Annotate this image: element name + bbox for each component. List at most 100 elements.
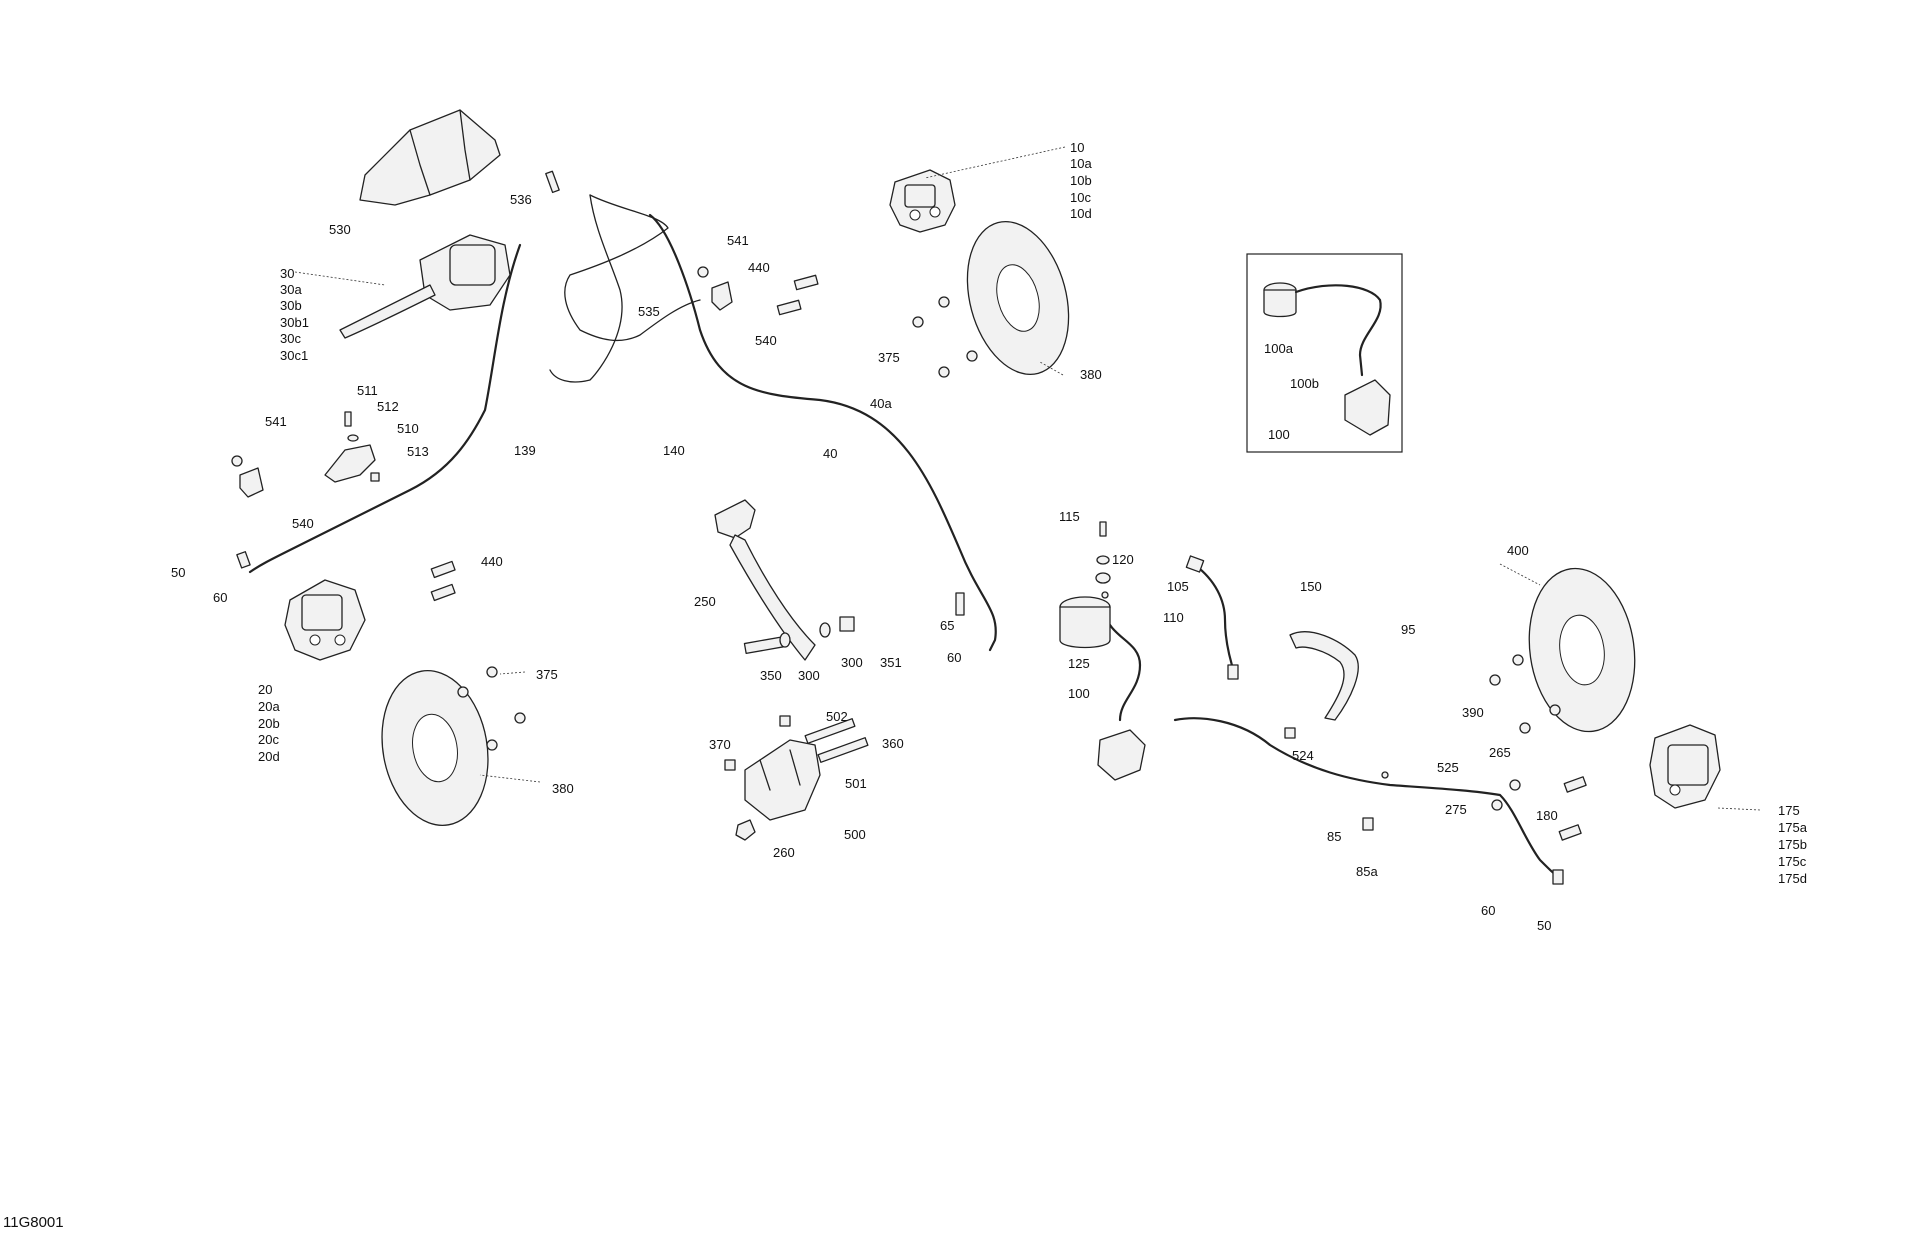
brake-disc-380-top xyxy=(966,220,1070,376)
label-175d: 175d xyxy=(1778,871,1807,886)
label-20a: 20a xyxy=(258,699,280,714)
brake-line-85 xyxy=(1173,717,1562,880)
label-120: 120 xyxy=(1112,552,1134,567)
nut-370 xyxy=(724,759,736,771)
label-20d: 20d xyxy=(258,749,280,764)
label-10: 10 xyxy=(1070,140,1084,155)
screws-375-left xyxy=(457,666,526,751)
label-175c: 175c xyxy=(1778,854,1807,869)
label-375-top: 375 xyxy=(878,350,900,365)
label-105: 105 xyxy=(1167,579,1189,594)
label-375-left: 375 xyxy=(536,667,558,682)
label-30: 30 xyxy=(280,266,294,281)
label-541-top: 541 xyxy=(727,233,749,248)
label-20: 20 xyxy=(258,682,272,697)
label-30c1: 30c1 xyxy=(280,348,308,363)
screw-511 xyxy=(344,411,352,427)
label-350: 350 xyxy=(760,668,782,683)
label-40a: 40a xyxy=(870,396,892,411)
label-60-left: 60 xyxy=(213,590,227,605)
parts-105-110-115-120 xyxy=(1095,521,1111,599)
label-139: 139 xyxy=(514,443,536,458)
label-541-left: 541 xyxy=(265,414,287,429)
label-501: 501 xyxy=(845,776,867,791)
label-275: 275 xyxy=(1445,802,1467,817)
label-360: 360 xyxy=(882,736,904,751)
small-parts-265-275-524-525-85a xyxy=(1284,727,1564,885)
brake-hose-150 xyxy=(1185,555,1239,680)
label-380-left: 380 xyxy=(552,781,574,796)
brake-disc-400 xyxy=(1528,567,1636,733)
brake-line-50-left xyxy=(248,243,522,574)
caliper-20 xyxy=(284,579,366,661)
label-95: 95 xyxy=(1401,622,1415,637)
label-150: 150 xyxy=(1300,579,1322,594)
label-180: 180 xyxy=(1536,808,1558,823)
label-440-left: 440 xyxy=(481,554,503,569)
label-260: 260 xyxy=(773,845,795,860)
caliper-10 xyxy=(889,169,956,233)
label-85a: 85a xyxy=(1356,864,1378,879)
bolts-440-left xyxy=(430,560,456,602)
label-175: 175 xyxy=(1778,803,1800,818)
label-20b: 20b xyxy=(258,716,280,731)
label-50-left: 50 xyxy=(171,565,185,580)
bolt-440-top xyxy=(776,274,819,316)
label-110: 110 xyxy=(1163,610,1184,625)
banjo-bolt-50-left xyxy=(236,551,251,569)
pedal-bracket-500 xyxy=(744,739,821,821)
label-250: 250 xyxy=(694,594,716,609)
label-530: 530 xyxy=(329,222,351,237)
pedal-hardware-300-350-351 xyxy=(743,616,855,655)
label-440-top: 440 xyxy=(748,260,770,275)
nut-513 xyxy=(370,472,380,482)
label-175a: 175a xyxy=(1778,820,1808,835)
label-502: 502 xyxy=(826,709,848,724)
nut-260 xyxy=(735,819,756,841)
label-370: 370 xyxy=(709,737,731,752)
label-300b: 300 xyxy=(841,655,863,670)
bracket-530 xyxy=(359,109,501,206)
brake-disc-380-left xyxy=(381,670,489,826)
brake-hose-100-mid xyxy=(1108,623,1142,722)
label-65: 65 xyxy=(940,618,954,633)
bolt-536 xyxy=(545,170,560,194)
label-265: 265 xyxy=(1489,745,1511,760)
label-140: 140 xyxy=(663,443,685,458)
label-125: 125 xyxy=(1068,656,1090,671)
caliper-175 xyxy=(1649,724,1721,809)
label-512: 512 xyxy=(377,399,399,414)
inset-box-100 xyxy=(1246,253,1403,453)
screws-390 xyxy=(1489,654,1561,734)
wiring-harness-535 xyxy=(549,194,701,383)
brake-line-40 xyxy=(648,213,997,652)
label-100a: 100a xyxy=(1264,341,1294,356)
label-351: 351 xyxy=(880,655,902,670)
label-510: 510 xyxy=(397,421,419,436)
label-85: 85 xyxy=(1327,829,1341,844)
label-525: 525 xyxy=(1437,760,1459,775)
clip-541-top xyxy=(697,266,733,311)
label-115: 115 xyxy=(1059,509,1080,524)
label-30c: 30c xyxy=(280,331,301,346)
label-10c: 10c xyxy=(1070,190,1091,205)
label-30b: 30b xyxy=(280,298,302,313)
screws-375-top xyxy=(912,296,978,378)
label-30a: 30a xyxy=(280,282,302,297)
label-511: 511 xyxy=(357,383,378,398)
master-cylinder-30 xyxy=(339,234,511,339)
label-300a: 300 xyxy=(798,668,820,683)
label-524: 524 xyxy=(1292,748,1314,763)
label-535: 535 xyxy=(638,304,660,319)
diagram-id: 11G8001 xyxy=(3,1214,64,1231)
label-10a: 10a xyxy=(1070,156,1092,171)
hose-95 xyxy=(1289,631,1359,721)
label-100b: 100b xyxy=(1290,376,1319,391)
label-10d: 10d xyxy=(1070,206,1092,221)
label-540-top: 540 xyxy=(755,333,777,348)
label-380-top: 380 xyxy=(1080,367,1102,382)
label-100-inset: 100 xyxy=(1268,427,1290,442)
label-10b: 10b xyxy=(1070,173,1092,188)
label-400: 400 xyxy=(1507,543,1529,558)
